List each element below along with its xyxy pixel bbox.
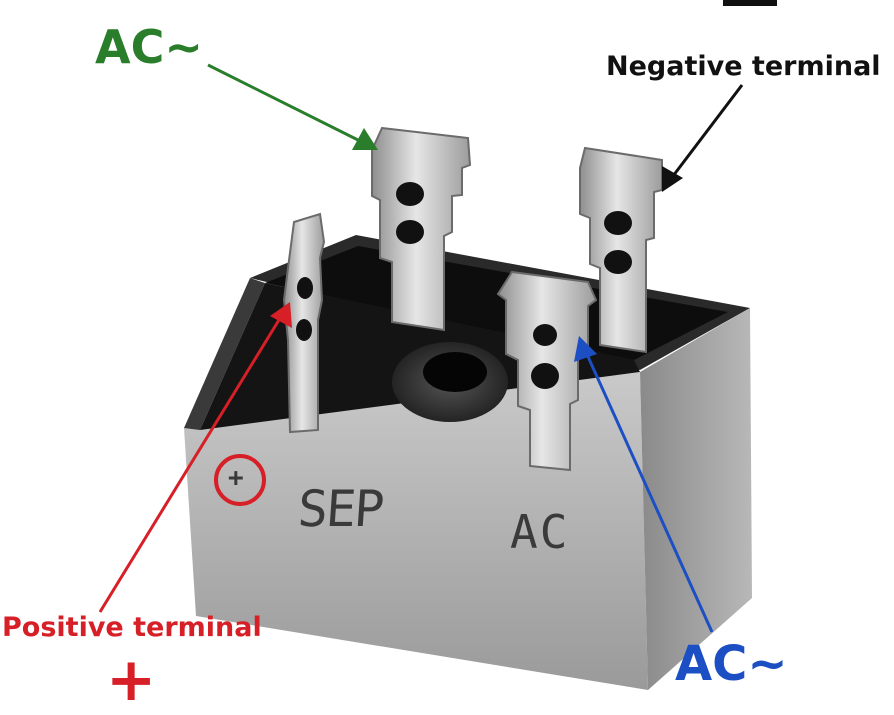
arrow-ac-bottom xyxy=(574,336,714,633)
label-ac-bottom: AC~ xyxy=(675,636,788,692)
arrow-ac-top xyxy=(207,63,378,150)
positive-marking-circle xyxy=(214,454,266,506)
terminal-positive xyxy=(282,212,326,434)
terminal-ac-top xyxy=(371,126,472,332)
terminal-negative xyxy=(579,146,663,354)
body-plus-marking: + xyxy=(228,463,244,493)
label-positive-terminal: Positive terminal xyxy=(2,612,262,643)
arrow-positive xyxy=(98,302,292,613)
body-ac-marking: AC xyxy=(510,505,570,559)
label-positive-symbol: + xyxy=(106,645,157,715)
top-bar xyxy=(723,0,777,6)
rectifier-body xyxy=(184,235,752,690)
label-negative-terminal: Negative terminal xyxy=(606,51,881,82)
arrow-negative xyxy=(662,84,744,192)
brand-logo-marking: SEP xyxy=(295,480,385,538)
terminal-ac-bottom xyxy=(496,270,598,472)
label-ac-top: AC~ xyxy=(95,20,203,74)
